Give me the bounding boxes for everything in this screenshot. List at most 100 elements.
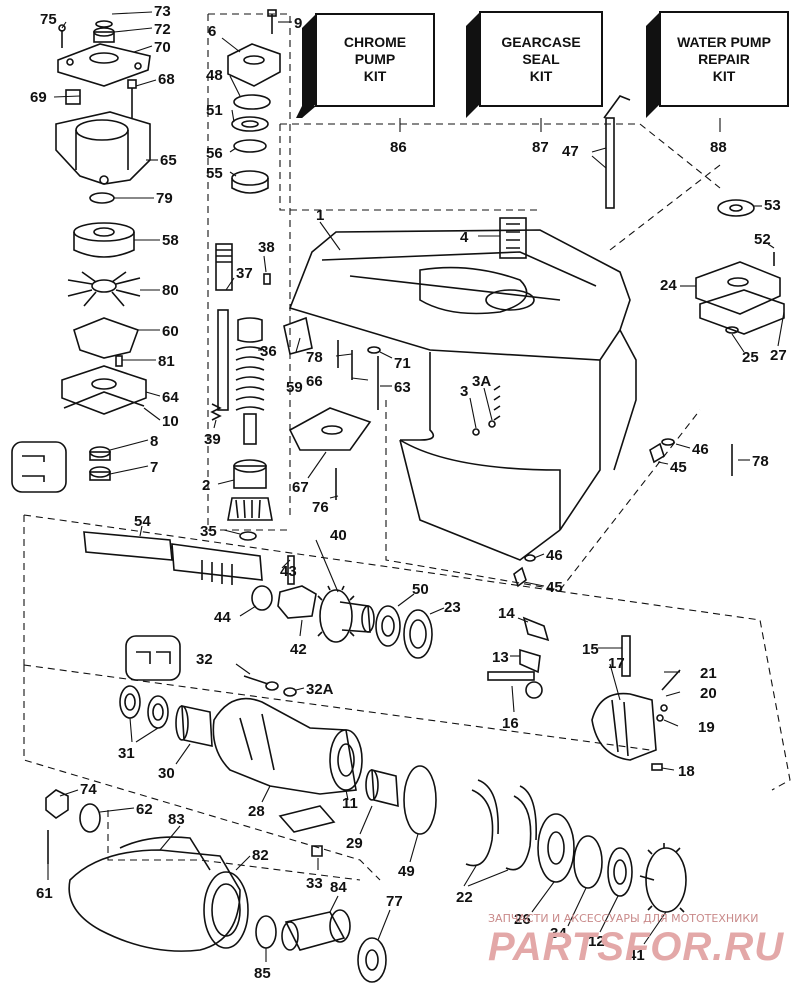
label-21: 21 <box>700 665 717 682</box>
shift-rod <box>603 95 631 209</box>
label-9: 9 <box>294 15 302 32</box>
label-80: 80 <box>162 282 179 299</box>
label-1: 1 <box>316 207 324 224</box>
label-17: 17 <box>608 655 625 672</box>
label-85: 85 <box>254 965 271 982</box>
label-16: 16 <box>502 715 519 732</box>
label-52: 52 <box>754 231 771 248</box>
kit-chrome-line1: CHROME <box>344 34 406 50</box>
label-53: 53 <box>764 197 781 214</box>
label-42: 42 <box>290 641 307 658</box>
gearcase-housing <box>283 217 637 561</box>
label-35: 35 <box>200 523 217 540</box>
label-63: 63 <box>394 379 411 396</box>
kit-waterpump-line3: KIT <box>713 68 736 84</box>
label-19: 19 <box>698 719 715 736</box>
kit-chrome-line3: KIT <box>364 68 387 84</box>
label-20: 20 <box>700 685 717 702</box>
label-28: 28 <box>248 803 265 820</box>
driveshaft-stack <box>210 9 281 541</box>
label-50: 50 <box>412 581 429 598</box>
kit-chrome-pump: CHROME PUMP KIT <box>296 13 435 118</box>
label-32: 32 <box>196 651 213 668</box>
label-32a: 32A <box>306 681 334 698</box>
label-61: 61 <box>36 885 53 902</box>
label-74: 74 <box>80 781 97 798</box>
label-14: 14 <box>498 605 515 622</box>
label-77: 77 <box>386 893 403 910</box>
label-60: 60 <box>162 323 179 340</box>
kit-gearcase-line1: GEARCASE <box>501 34 580 50</box>
label-49: 49 <box>398 863 415 880</box>
label-51: 51 <box>206 102 223 119</box>
label-72: 72 <box>154 21 171 38</box>
kit-gearcase-line2: SEAL <box>522 51 560 67</box>
label-69: 69 <box>30 89 47 106</box>
leader-lines <box>47 11 785 962</box>
label-33: 33 <box>306 875 323 892</box>
label-7: 7 <box>150 459 158 476</box>
label-39: 39 <box>204 431 221 448</box>
label-12: 12 <box>588 933 605 950</box>
label-10: 10 <box>162 413 179 430</box>
label-70: 70 <box>154 39 171 56</box>
label-82: 82 <box>252 847 269 864</box>
label-8: 8 <box>150 433 158 450</box>
watermark-caption: ЗАПЧАСТИ И АКСЕССУАРЫ ДЛЯ МОТОТЕХНИКИ <box>488 912 758 925</box>
label-26: 26 <box>514 911 531 928</box>
label-46b: 46 <box>546 547 563 564</box>
label-11: 11 <box>342 795 358 812</box>
label-75: 75 <box>40 11 57 28</box>
label-30: 30 <box>158 765 175 782</box>
label-2: 2 <box>202 477 210 494</box>
label-23: 23 <box>444 599 461 616</box>
label-64: 64 <box>162 389 179 406</box>
label-46a: 46 <box>692 441 709 458</box>
label-66: 66 <box>306 373 323 390</box>
kit-gearcase-seal: GEARCASE SEAL KIT <box>466 11 603 118</box>
label-29: 29 <box>346 835 363 852</box>
label-78a: 78 <box>306 349 323 366</box>
label-15: 15 <box>582 641 599 658</box>
label-86: 86 <box>390 139 407 156</box>
housing-bolts <box>288 340 381 500</box>
assembly-frames <box>23 13 791 881</box>
label-6: 6 <box>208 23 216 40</box>
label-44: 44 <box>214 609 231 626</box>
label-56: 56 <box>206 145 223 162</box>
label-22: 22 <box>456 889 473 906</box>
label-43: 43 <box>280 563 297 580</box>
label-37: 37 <box>236 265 253 282</box>
label-67: 67 <box>292 479 309 496</box>
label-18: 18 <box>678 763 695 780</box>
label-68: 68 <box>158 71 175 88</box>
label-25: 25 <box>742 349 759 366</box>
water-pump-base <box>695 199 785 335</box>
label-13: 13 <box>492 649 509 666</box>
propshaft-row <box>83 531 550 699</box>
shift-housing <box>591 635 681 771</box>
label-40: 40 <box>330 527 347 544</box>
label-55: 55 <box>206 165 223 182</box>
label-45b: 45 <box>546 579 563 596</box>
kit-water-pump-repair: WATER PUMP REPAIR KIT <box>646 11 789 118</box>
label-83: 83 <box>168 811 185 828</box>
label-81: 81 <box>158 353 175 370</box>
kit-waterpump-line1: WATER PUMP <box>677 34 771 50</box>
label-47: 47 <box>562 143 579 160</box>
label-4: 4 <box>460 229 469 246</box>
label-76: 76 <box>312 499 329 516</box>
label-34: 34 <box>550 925 567 942</box>
kit-waterpump-line2: REPAIR <box>698 51 750 67</box>
label-87: 87 <box>532 139 549 156</box>
label-48: 48 <box>206 67 223 84</box>
label-73: 73 <box>154 3 171 20</box>
label-27: 27 <box>770 347 787 364</box>
part-labels: 75 73 72 70 69 68 65 79 58 80 60 81 64 1… <box>30 3 787 982</box>
label-65: 65 <box>160 152 177 169</box>
watermark-logo: PARTSFOR.RU <box>488 925 784 969</box>
label-71: 71 <box>394 355 411 372</box>
label-79: 79 <box>156 190 173 207</box>
watermark: ЗАПЧАСТИ И АКСЕССУАРЫ ДЛЯ МОТОТЕХНИКИ PA… <box>488 912 784 969</box>
